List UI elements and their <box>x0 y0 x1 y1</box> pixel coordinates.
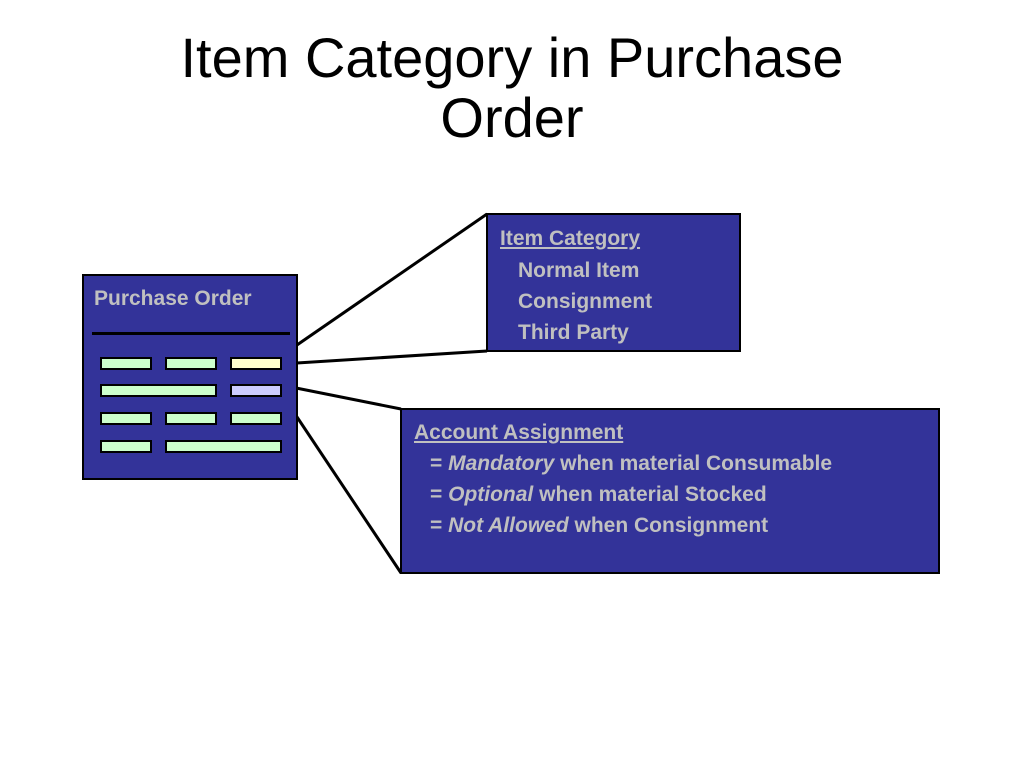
connector-item-category-top <box>280 212 488 358</box>
account-assignment-heading: Account Assignment <box>414 421 624 444</box>
connector-item-category-bottom <box>280 349 488 366</box>
rule-prefix: = <box>430 483 449 506</box>
po-field-account-assignment <box>230 384 282 397</box>
account-assignment-rule-not-allowed: = Not Allowed when Consignment <box>430 513 832 544</box>
rule-condition: when material Stocked <box>533 483 767 506</box>
rule-emphasis: Optional <box>448 483 534 506</box>
purchase-order-label: Purchase Order <box>94 287 252 310</box>
po-field-row3-b <box>165 412 217 425</box>
page-title-line-2: Order <box>440 86 584 149</box>
item-category-normal-item: Normal Item <box>518 259 640 282</box>
item-category-list: Normal Item Consignment Third Party <box>518 258 652 351</box>
connector-account-assignment-bottom <box>279 392 403 574</box>
item-category-consignment: Consignment <box>518 290 653 313</box>
item-category-third-party: Third Party <box>518 321 629 344</box>
po-field-row4-a <box>100 440 152 453</box>
account-assignment-box: Account Assignment = Mandatory when mate… <box>400 408 940 574</box>
item-category-box: Item Category Normal Item Consignment Th… <box>486 213 741 352</box>
rule-condition: when Consignment <box>568 514 769 537</box>
rule-prefix: = <box>430 514 449 537</box>
rule-emphasis: Mandatory <box>448 452 555 475</box>
po-field-row1-b <box>165 357 217 370</box>
account-assignment-rules: = Mandatory when material Consumable = O… <box>430 451 832 544</box>
connector-account-assignment-top <box>280 383 402 411</box>
item-category-heading: Item Category <box>500 227 641 250</box>
po-field-row3-c <box>230 412 282 425</box>
po-field-row4-b <box>165 440 282 453</box>
account-assignment-rule-optional: = Optional when material Stocked <box>430 482 832 513</box>
po-field-item-category <box>230 357 282 370</box>
po-field-row1-a <box>100 357 152 370</box>
account-assignment-rule-mandatory: = Mandatory when material Consumable <box>430 451 832 482</box>
rule-emphasis: Not Allowed <box>448 514 569 537</box>
po-field-row3-a <box>100 412 152 425</box>
purchase-order-divider <box>92 332 290 335</box>
page-title: Item Category in Purchase Order <box>0 28 1024 148</box>
rule-prefix: = <box>430 452 449 475</box>
page-title-line-1: Item Category in Purchase <box>180 26 844 89</box>
po-field-row2-a <box>100 384 217 397</box>
rule-condition: when material Consumable <box>554 452 833 475</box>
purchase-order-box: Purchase Order <box>82 274 298 480</box>
